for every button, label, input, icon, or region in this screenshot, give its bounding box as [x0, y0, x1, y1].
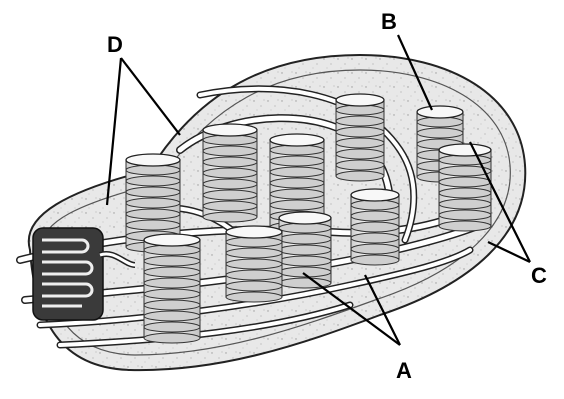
leader-d-right — [121, 58, 180, 135]
granum-stack — [336, 94, 384, 181]
granum-stack — [226, 226, 282, 302]
label-a: A — [396, 358, 412, 383]
leader-c-lower — [488, 242, 530, 262]
granum-stack — [439, 144, 491, 231]
label-c: C — [531, 263, 547, 288]
granum-stack — [144, 234, 200, 343]
granum-stack — [279, 212, 331, 288]
granum-stack — [203, 124, 257, 222]
label-b: B — [381, 9, 397, 34]
granum-stack — [351, 189, 399, 265]
label-d: D — [107, 32, 123, 57]
